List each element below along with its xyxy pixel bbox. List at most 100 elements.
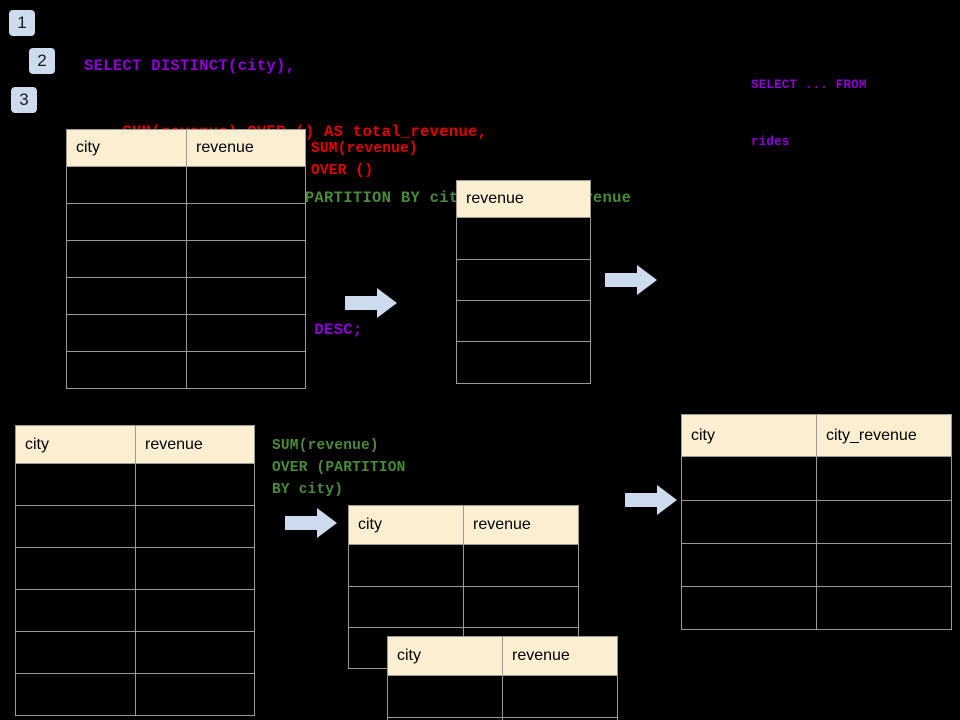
- table-header-row: city revenue: [387, 636, 618, 676]
- table-cell: [186, 203, 306, 241]
- table-cell: [387, 675, 503, 718]
- table-cell: [681, 456, 817, 501]
- table-cell: [15, 547, 136, 590]
- table-row: [387, 717, 618, 720]
- annotation-sum-over-empty: SUM(revenue) OVER (): [311, 141, 418, 179]
- table-cell: [66, 203, 187, 241]
- table-row: [348, 586, 579, 628]
- column-header-revenue: revenue: [502, 636, 618, 676]
- table-cell: [15, 589, 136, 632]
- rides-source-table-bottom: city revenue: [15, 425, 255, 716]
- total-revenue-table: revenue: [456, 180, 591, 384]
- table-row: [15, 547, 255, 590]
- table-cell: [681, 586, 817, 630]
- table-cell: [15, 463, 136, 506]
- select-from-rides-note: SELECT ... FROM rides: [751, 38, 867, 190]
- step-badge-1: 1: [9, 10, 35, 36]
- table-row: [15, 463, 255, 506]
- table-row: [456, 259, 591, 301]
- table-cell: [186, 351, 306, 389]
- table-cell: [456, 341, 591, 384]
- table-row: [66, 277, 306, 315]
- table-cell: [135, 547, 255, 590]
- table-row: [15, 589, 255, 632]
- step-badge-2: 2: [29, 48, 55, 74]
- table-cell: [186, 166, 306, 204]
- annotation-sum-over-partition: SUM(revenue) OVER (PARTITION BY city): [272, 438, 406, 498]
- table-cell: [816, 500, 952, 544]
- column-header-revenue: revenue: [135, 425, 255, 464]
- arrow-total-to-right: [605, 265, 657, 295]
- select-from-rides-note-line1: SELECT ... FROM: [751, 78, 867, 92]
- table-row: [15, 505, 255, 548]
- table-row: [681, 586, 952, 630]
- table-row: [456, 217, 591, 260]
- table-cell: [66, 351, 187, 389]
- table-row: [348, 544, 579, 587]
- table-row: [387, 675, 618, 718]
- table-cell: [135, 589, 255, 632]
- table-cell: [135, 505, 255, 548]
- column-header-city-revenue: city_revenue: [816, 414, 952, 457]
- table-cell: [135, 673, 255, 716]
- column-header-city: city: [15, 425, 136, 464]
- sql-line-1: SELECT DISTINCT(city),: [84, 57, 296, 75]
- table-cell: [463, 544, 579, 587]
- table-cell: [135, 631, 255, 674]
- table-cell: [502, 717, 618, 720]
- table-row: [15, 631, 255, 674]
- table-row: [15, 673, 255, 716]
- table-cell: [186, 314, 306, 352]
- arrow-partition-to-result: [625, 485, 677, 515]
- table-row: [66, 314, 306, 352]
- table-cell: [15, 631, 136, 674]
- table-row: [66, 203, 306, 241]
- table-row: [66, 351, 306, 389]
- table-cell: [502, 675, 618, 718]
- table-row: [456, 300, 591, 342]
- table-cell: [66, 277, 187, 315]
- table-cell: [816, 586, 952, 630]
- table-cell: [816, 456, 952, 501]
- table-cell: [66, 314, 187, 352]
- table-cell: [15, 673, 136, 716]
- arrow-source-to-total: [345, 288, 397, 318]
- table-row: [456, 341, 591, 384]
- table-cell: [186, 240, 306, 278]
- table-cell: [456, 217, 591, 260]
- table-cell: [463, 586, 579, 628]
- step-badge-3: 3: [11, 87, 37, 113]
- table-cell: [186, 277, 306, 315]
- select-from-rides-note-line2: rides: [751, 135, 790, 149]
- table-cell: [681, 500, 817, 544]
- partition-table-front: city revenue: [387, 636, 618, 720]
- table-cell: [348, 544, 464, 587]
- table-cell: [66, 166, 187, 204]
- column-header-city: city: [387, 636, 503, 676]
- table-header-row: city revenue: [15, 425, 255, 464]
- column-header-revenue: revenue: [186, 129, 306, 167]
- table-row: [681, 456, 952, 501]
- table-row: [66, 166, 306, 204]
- table-cell: [681, 543, 817, 587]
- column-header-city: city: [348, 505, 464, 545]
- table-header-row: revenue: [456, 180, 591, 218]
- table-cell: [816, 543, 952, 587]
- table-row: [681, 500, 952, 544]
- table-header-row: city revenue: [66, 129, 306, 167]
- column-header-city: city: [66, 129, 187, 167]
- table-header-row: city city_revenue: [681, 414, 952, 457]
- partition-table-back: city revenue: [348, 505, 579, 669]
- city-revenue-result-table: city city_revenue: [681, 414, 952, 630]
- table-header-row: city revenue: [348, 505, 579, 545]
- column-header-revenue: revenue: [463, 505, 579, 545]
- arrow-source-to-partition: [285, 508, 337, 538]
- table-cell: [15, 505, 136, 548]
- table-row: [66, 240, 306, 278]
- table-cell: [348, 586, 464, 628]
- table-cell: [456, 259, 591, 301]
- table-cell: [66, 240, 187, 278]
- table-cell: [135, 463, 255, 506]
- table-cell: [456, 300, 591, 342]
